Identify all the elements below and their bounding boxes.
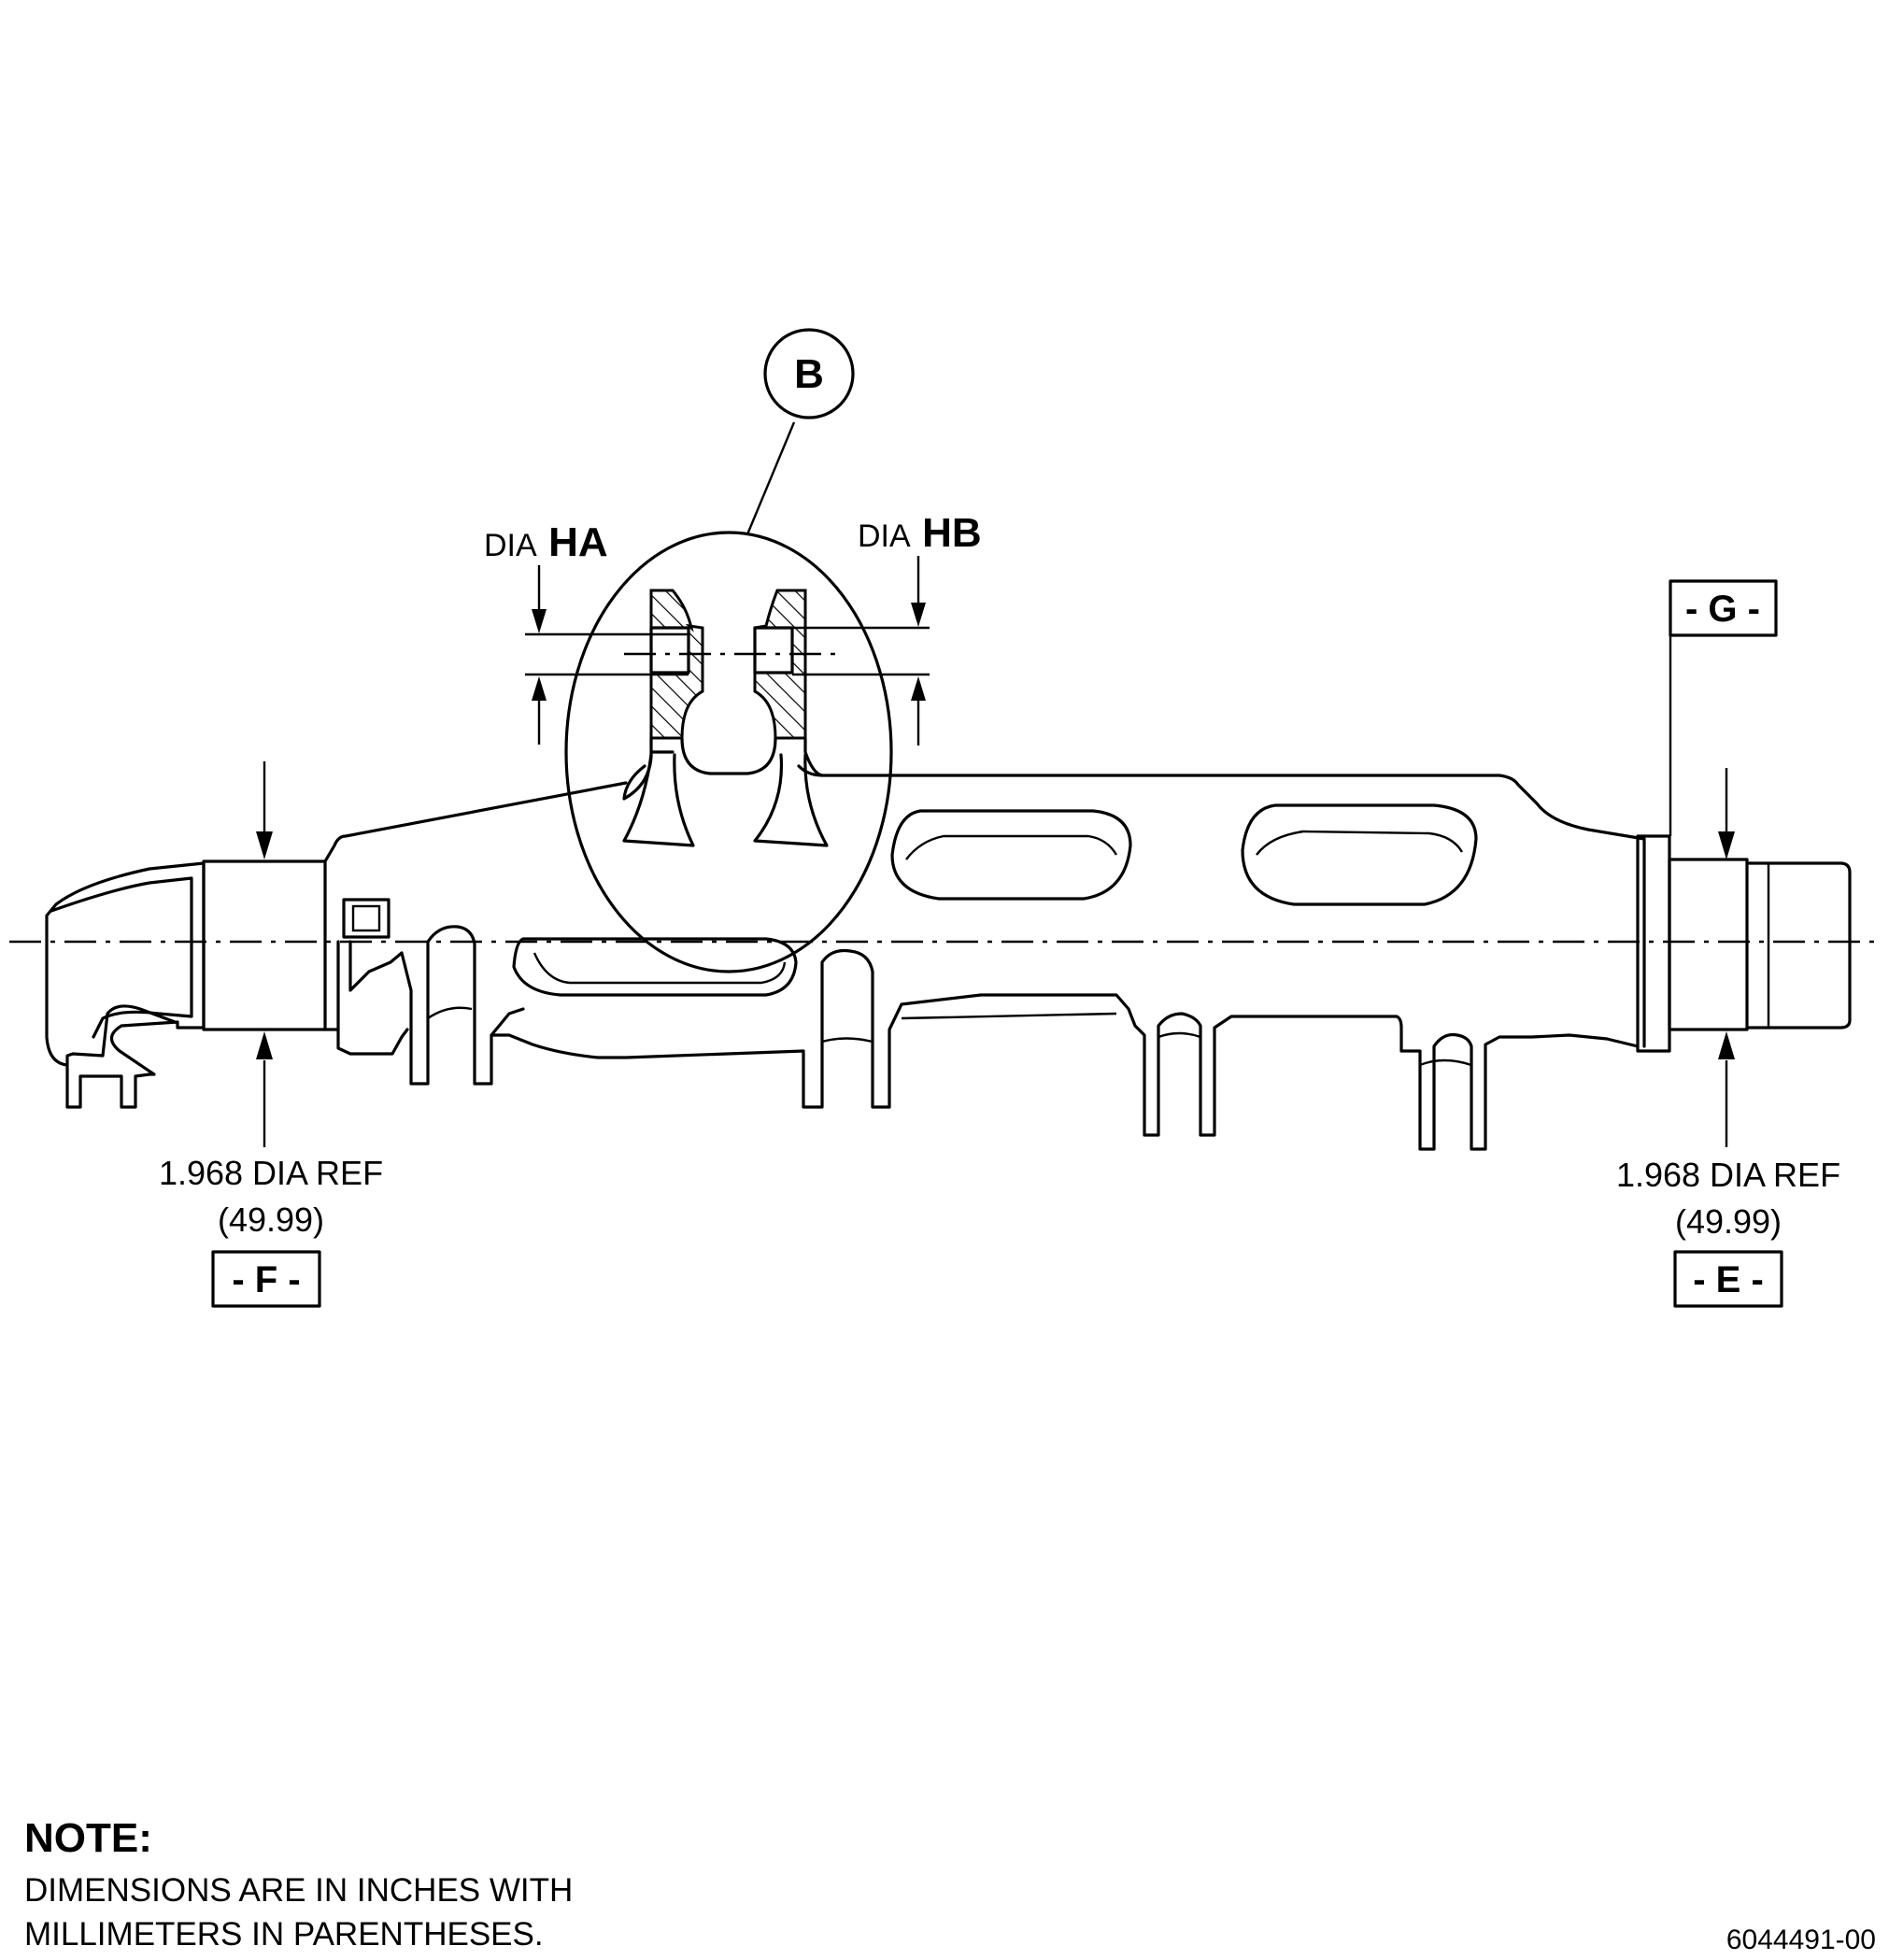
- dia-ha-dimension: DIA HA: [484, 519, 689, 745]
- right-end-cap: [1745, 861, 1852, 1030]
- square-feature-inner: [351, 904, 381, 932]
- hb-arrow-bottom: [911, 676, 926, 701]
- left-dimension-arrows: [256, 761, 273, 1147]
- datum-f-label: - F -: [232, 1259, 300, 1300]
- lower-body-line: [490, 1007, 525, 1037]
- dia-ha-label: DIA HA: [484, 519, 608, 565]
- left-fork-end: [45, 861, 206, 1109]
- slot-1-inner: [533, 952, 787, 985]
- neck-right: [803, 736, 824, 777]
- left-transition-lower: [336, 940, 413, 1031]
- journal-f: [202, 859, 327, 1031]
- slot-2-inner: [905, 834, 1118, 860]
- datum-g-label: - G -: [1685, 589, 1760, 630]
- left-arrow-bottom: [256, 1031, 273, 1059]
- right-arrow-top: [1718, 831, 1735, 859]
- flange-g: [1636, 834, 1671, 1053]
- dia-hb-label: DIA HB: [858, 510, 982, 556]
- left-fork-inner: [50, 876, 193, 1039]
- dia-hb-letters: HB: [922, 510, 982, 556]
- slot-2: [890, 809, 1132, 901]
- note-line-2: MILLIMETERS IN PARENTHESES.: [24, 1916, 544, 1953]
- left-dimension-value: 1.968 DIA REF: [159, 1154, 383, 1192]
- callout-b-circle: [763, 328, 855, 419]
- right-funnel: [753, 753, 829, 847]
- detail-b-circle: [564, 531, 893, 973]
- slot-1: [512, 937, 798, 997]
- shaft-part: [45, 764, 1852, 1151]
- right-bore: [753, 626, 794, 675]
- ha-arrow-bottom: [532, 676, 547, 701]
- section-throat: [680, 736, 777, 775]
- square-feature: [342, 898, 391, 939]
- datum-g-box: [1669, 579, 1778, 637]
- note-title: NOTE:: [24, 1815, 152, 1861]
- callout-b-label: B: [794, 351, 824, 397]
- left-dimension-metric: (49.99): [218, 1200, 324, 1239]
- datum-e-box: [1673, 1250, 1783, 1308]
- right-dimension-value: 1.968 DIA REF: [1616, 1156, 1840, 1194]
- ha-arrow-top: [532, 609, 547, 633]
- note-line-1: DIMENSIONS ARE IN INCHES WITH: [24, 1872, 573, 1909]
- dia-ha-prefix: DIA: [484, 528, 537, 563]
- journal-e: [1668, 858, 1749, 1031]
- dia-hb-prefix: DIA: [858, 518, 911, 554]
- left-funnel: [622, 753, 695, 847]
- right-arrow-bottom: [1718, 1031, 1735, 1059]
- figure-number: 6044491-00: [1726, 1924, 1876, 1955]
- slot-3: [1241, 803, 1478, 906]
- slot-3-inner: [1256, 830, 1464, 856]
- hb-arrow-top: [911, 603, 926, 627]
- left-arrow-top: [256, 831, 273, 859]
- lower-profile: [409, 925, 1640, 1151]
- dia-ha-letters: HA: [548, 519, 608, 565]
- upper-profile: [797, 764, 1646, 1048]
- lower-profile-inner: [427, 1006, 1472, 1067]
- right-dimension-arrows: [1718, 768, 1735, 1147]
- right-dimension-metric: (49.99): [1675, 1202, 1782, 1241]
- dia-hb-dimension: DIA HB: [792, 510, 982, 746]
- datum-f-box: [211, 1250, 321, 1308]
- datum-e-label: - E -: [1693, 1259, 1764, 1300]
- callout-b-leader: [746, 421, 796, 535]
